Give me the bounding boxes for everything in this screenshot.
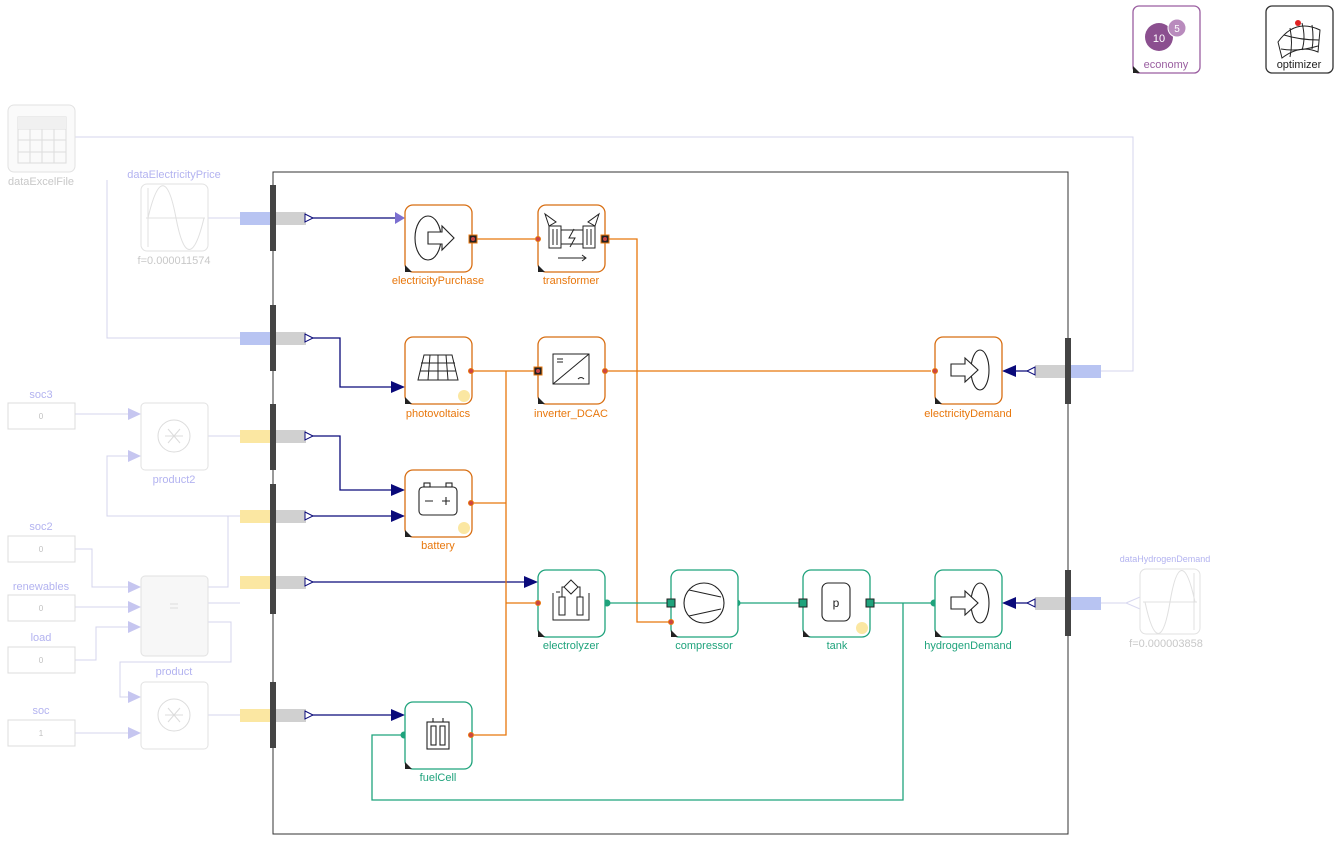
sine-wave-icon [146, 185, 205, 250]
transformer-icon [544, 212, 600, 262]
renewables-label: renewables [13, 581, 70, 593]
data-electricity-price-label: dataElectricityPrice [127, 169, 221, 181]
photovoltaics-block[interactable] [404, 336, 474, 405]
optimizer-icon[interactable]: optimizer [1265, 5, 1334, 74]
tank-block[interactable]: p [798, 569, 875, 638]
hydrogen-demand-block[interactable] [934, 569, 1003, 638]
compressor-block[interactable] [666, 569, 739, 638]
signal-arrows [391, 212, 1016, 721]
load-field[interactable]: 0 [7, 646, 76, 674]
electrolyzer-block[interactable] [535, 569, 606, 638]
data-excel-file-label: dataExcelFile [8, 176, 74, 188]
fuel-cell-block[interactable] [404, 701, 474, 770]
battery-icon [418, 482, 458, 516]
optimizer-label: optimizer [1277, 59, 1322, 71]
multiply-icon [157, 419, 191, 453]
electrolyzer-label: electrolyzer [543, 640, 600, 652]
transformer-block[interactable] [535, 204, 610, 273]
hydrogen-demand-label: hydrogenDemand [924, 640, 1011, 652]
electricity-purchase-label: electricityPurchase [392, 275, 484, 287]
electricity-demand-label: electricityDemand [924, 408, 1011, 420]
soc-field[interactable]: 1 [7, 719, 76, 747]
product-block[interactable] [128, 681, 209, 750]
fuel-cell-icon [426, 718, 450, 750]
tank-symbol: p [833, 596, 840, 610]
inverter-block[interactable] [533, 336, 608, 405]
electricity-demand-block[interactable] [932, 336, 1003, 405]
soc2-label: soc2 [29, 521, 52, 533]
soc3-value: 0 [39, 412, 44, 421]
multiply-icon [157, 698, 191, 732]
tank-icon [821, 582, 851, 622]
fuel-cell-label: fuelCell [420, 772, 457, 784]
soc3-field[interactable]: 0 [7, 402, 76, 430]
electrolyzer-icon [552, 579, 590, 621]
inverter-label: inverter_DCAC [534, 408, 608, 420]
data-excel-file-block[interactable] [7, 104, 76, 173]
compressor-icon [683, 582, 725, 624]
arrow-icon [950, 356, 979, 384]
mesh-icon [1277, 22, 1321, 59]
electrical-wires [474, 238, 931, 736]
soc3-label: soc3 [29, 389, 52, 401]
load-value: 0 [39, 656, 44, 665]
economy-label: economy [1144, 59, 1189, 71]
economy-icon[interactable]: 10 5 economy [1132, 5, 1201, 74]
hydrogen-frequency: f=0.000003858 [1129, 638, 1203, 650]
soc2-field[interactable]: 0 [7, 535, 76, 563]
sine-wave-icon [1143, 570, 1197, 634]
data-hydrogen-demand-block[interactable] [1124, 568, 1201, 635]
renewables-field[interactable]: 0 [7, 594, 76, 622]
renewables-value: 0 [39, 604, 44, 613]
tank-label: tank [827, 640, 848, 652]
price-frequency: f=0.000011574 [138, 255, 211, 267]
compressor-label: compressor [675, 640, 733, 652]
logic-block[interactable] [128, 575, 209, 657]
hydrogen-wires [371, 602, 933, 801]
arrow-icon [950, 589, 979, 617]
soc-label: soc [32, 705, 50, 717]
data-electricity-price-block[interactable] [140, 183, 209, 252]
data-hydrogen-demand-label: dataHydrogenDemand [1120, 554, 1211, 564]
soc-value: 1 [39, 729, 44, 738]
product2-block[interactable] [128, 402, 209, 471]
product-label: product [156, 666, 193, 678]
inverter-icon [552, 353, 590, 385]
photovoltaics-label: photovoltaics [406, 408, 471, 420]
transformer-label: transformer [543, 275, 600, 287]
arrow-icon [427, 224, 455, 252]
battery-block[interactable] [404, 469, 474, 538]
electricity-purchase-block[interactable] [404, 204, 478, 273]
load-label: load [31, 632, 52, 644]
battery-label: battery [421, 540, 455, 552]
bus-output-triangles [304, 213, 1036, 720]
bus-bars [240, 185, 1101, 748]
solar-panel-icon [417, 354, 459, 381]
economy-number-main: 10 [1153, 33, 1165, 45]
product2-label: product2 [153, 474, 196, 486]
soc2-value: 0 [39, 545, 44, 554]
faint-signal-wires [75, 136, 1140, 734]
economy-number-small: 5 [1174, 24, 1180, 35]
signal-wires [310, 217, 1035, 716]
